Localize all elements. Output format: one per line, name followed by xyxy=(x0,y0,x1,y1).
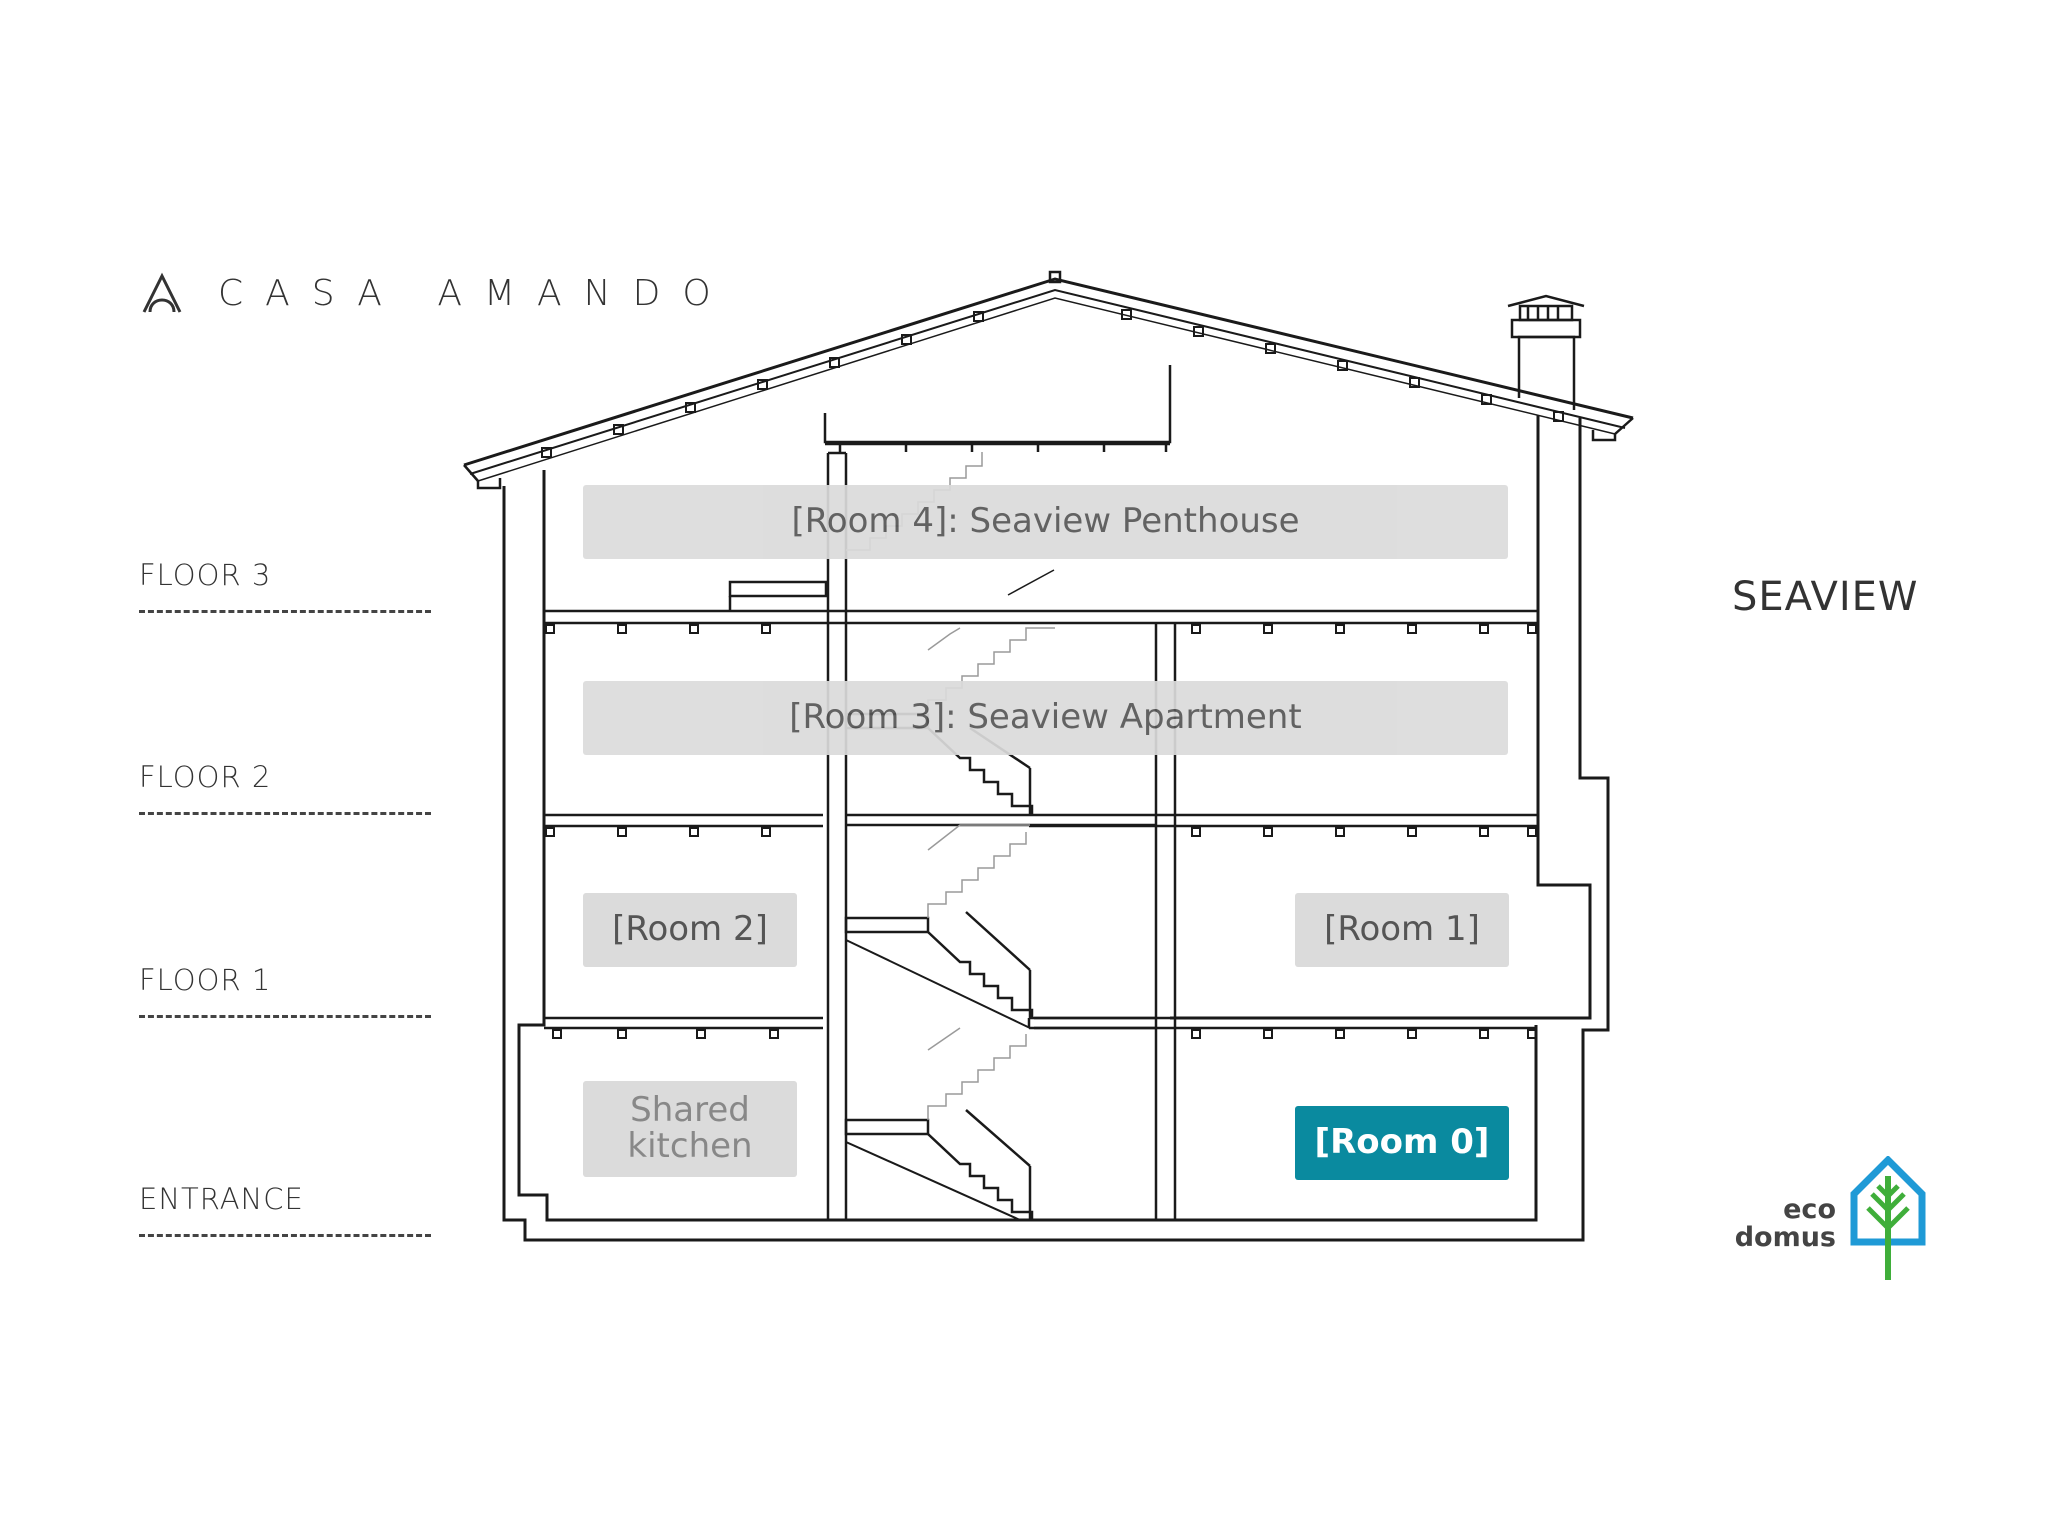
floor-label-2: FLOOR 2 xyxy=(139,760,272,794)
floor-guide-line-3 xyxy=(139,610,431,613)
shared-kitchen[interactable]: Shared kitchen xyxy=(583,1081,797,1177)
floor-joists xyxy=(545,624,1537,1039)
brand-header: CASA AMANDO xyxy=(140,272,733,314)
floor-label-3: FLOOR 3 xyxy=(139,558,272,592)
roof xyxy=(463,270,1634,490)
room-4-penthouse[interactable]: [Room 4]: Seaview Penthouse xyxy=(583,485,1508,559)
room-1[interactable]: [Room 1] xyxy=(1295,893,1509,967)
staircase xyxy=(844,712,1034,1221)
room-0-selected[interactable]: [Room 0] xyxy=(1295,1106,1509,1180)
tree-house-icon xyxy=(1850,1156,1926,1280)
eco-logo-line1: eco xyxy=(1783,1194,1836,1225)
brand-name: CASA AMANDO xyxy=(218,272,733,314)
room-2[interactable]: [Room 2] xyxy=(583,893,797,967)
floor-slabs xyxy=(544,609,1538,1030)
seaview-label: SEAVIEW xyxy=(1732,574,1919,620)
outer-walls xyxy=(502,415,1610,1242)
floor-label-1: FLOOR 1 xyxy=(139,963,272,997)
floor-guide-line-1 xyxy=(139,1015,431,1018)
kitchen-label-line2: kitchen xyxy=(627,1126,753,1166)
arch-logo-icon xyxy=(142,272,182,313)
inner-walls xyxy=(826,451,1177,1220)
kitchen-label-line1: Shared xyxy=(630,1090,750,1131)
room-3-apartment[interactable]: [Room 3]: Seaview Apartment xyxy=(583,681,1508,755)
floor-guide-line-2 xyxy=(139,812,431,815)
chimney xyxy=(1507,294,1585,410)
eco-logo-line2: domus xyxy=(1734,1222,1836,1253)
roof-joists xyxy=(541,309,1564,458)
floor-guide-line-entrance xyxy=(139,1234,431,1237)
attic-mezzanine xyxy=(728,365,1172,611)
eco-domus-logo: eco domus xyxy=(1734,1152,1934,1282)
floor-label-entrance: ENTRANCE xyxy=(139,1182,304,1216)
